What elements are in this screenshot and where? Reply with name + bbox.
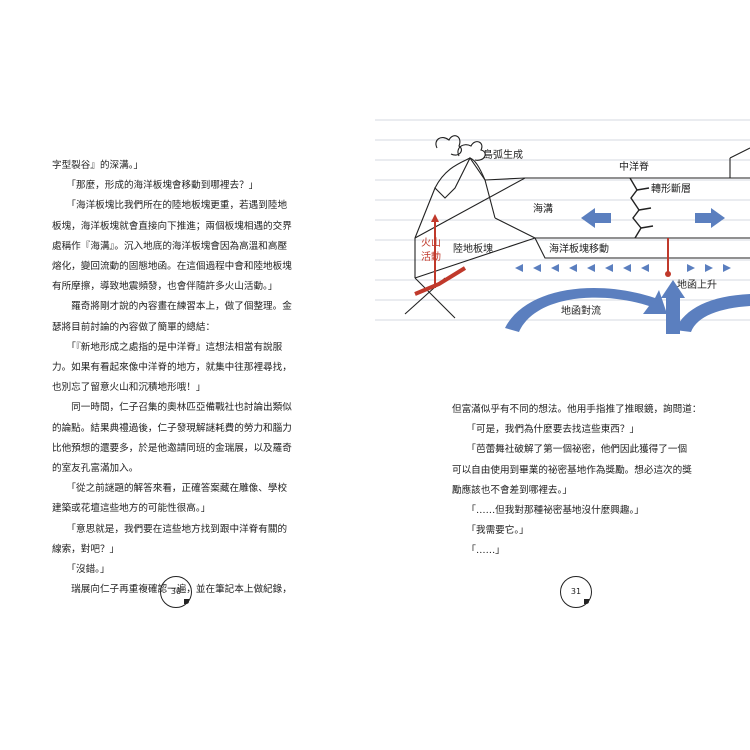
label-mid-ocean-ridge: 中洋脊 — [619, 160, 649, 173]
paragraph: 建築或花壇這些地方的可能性很高。」 — [52, 503, 211, 515]
mid-ocean-ridge — [629, 177, 654, 239]
label-volcanic-activity-2: 活動 — [421, 250, 441, 263]
paragraph: 熔化，變回流動的固態地函。在這個過程中會和陸地板塊 — [52, 261, 292, 273]
plate-outline — [414, 147, 750, 279]
page-number-ornament — [584, 599, 589, 604]
paragraph: 可以自由使用到畢業的祕密基地作為獎勵。想必這次的獎 — [452, 464, 692, 476]
mantle-convection-arrows — [505, 280, 750, 334]
paragraph: 「從之前謎題的解答來看，正確答案藏在雕像、學校 — [52, 483, 288, 495]
paragraph: 瑟將目前討論的內容做了簡單的總結： — [52, 321, 216, 333]
paragraph: 字型裂谷』的深溝。」 — [52, 160, 144, 171]
paragraph: 「……但我對那種祕密基地沒什麼興趣。」 — [452, 505, 644, 517]
plate-tectonics-diagram: 島弧生成 中洋脊 海溝 轉形斷層 火山 活動 陸地板塊 海洋板塊移動 地函上升 … — [375, 119, 750, 334]
label-continental-plate: 陸地板塊 — [453, 242, 493, 255]
diagram-labels: 島弧生成 中洋脊 海溝 轉形斷層 火山 活動 陸地板塊 海洋板塊移動 地函上升 … — [421, 148, 717, 317]
paragraph: 比他預想的還要多，於是他邀請同班的金瑞展，以及羅奇 — [52, 442, 292, 454]
page-number-right: 31 — [560, 576, 592, 608]
paragraph: 「我需要它。」 — [452, 525, 529, 537]
paragraph: 「……」 — [452, 545, 505, 557]
paragraph: 處稱作『海溝』。沉入地底的海洋板塊會因為高溫和高壓 — [52, 240, 288, 252]
paragraph: 「海洋板塊比我們所在的陸地板塊更重，若遇到陸地 — [52, 200, 288, 212]
paragraph: 但富滿似乎有不同的想法。他用手指推了推眼鏡，詢問道： — [452, 404, 702, 415]
paragraph: 「意思就是，我們要在這些地方找到跟中洋脊有關的 — [52, 523, 288, 535]
left-page-text: 字型裂谷』的深溝。」 「那麼，形成的海洋板塊會移動到哪裡去？」 「海洋板塊比我們… — [52, 156, 352, 600]
paragraph: 「那麼，形成的海洋板塊會移動到哪裡去？」 — [52, 180, 259, 192]
paragraph: 板塊，海洋板塊就會直接向下推進；兩個板塊相遇的交界 — [52, 220, 292, 232]
label-volcanic-activity-1: 火山 — [421, 237, 441, 249]
page-number-label: 30 — [170, 587, 182, 596]
paragraph: 同一時間，仁子召集的奧林匹亞備戰社也討論出類似 — [52, 402, 292, 414]
plate-movement-arrows — [515, 208, 731, 272]
paragraph: 「芭蕾舞社破解了第一個祕密，他們因此獲得了一個 — [452, 444, 688, 456]
label-oceanic-plate-movement: 海洋板塊移動 — [549, 242, 609, 255]
paragraph: 的論點。結果典禮過後，仁子發現解謎耗費的勞力和腦力 — [52, 422, 292, 434]
paragraph: 「可是，我們為什麼要去找這些東西？」 — [452, 424, 640, 436]
page-number-label: 31 — [570, 587, 582, 596]
label-island-arc: 島弧生成 — [483, 148, 523, 161]
paragraph: 線索，對吧？」 — [52, 543, 120, 555]
label-mantle-rising: 地函上升 — [677, 278, 717, 291]
paragraph: 羅奇將剛才說的內容畫在練習本上，做了個整理。金 — [52, 301, 292, 313]
label-transform-fault: 轉形斷層 — [651, 182, 691, 195]
paragraph: 有所摩擦，導致地震頻發，也會伴隨許多火山活動。」 — [52, 281, 278, 293]
paragraph: 力。如果有看起來像中洋脊的地方，就集中往那裡尋找， — [52, 362, 292, 374]
label-mantle-convection: 地函對流 — [561, 304, 601, 317]
right-page: 31 — [375, 0, 750, 750]
right-page-text: 但富滿似乎有不同的想法。他用手指推了推眼鏡，詢問道： 「可是，我們為什麼要去找這… — [452, 400, 742, 562]
page-number-ornament — [184, 599, 189, 604]
paragraph: 「沒錯。」 — [52, 564, 110, 576]
left-page: 字型裂谷』的深溝。」 「那麼，形成的海洋板塊會移動到哪裡去？」 「海洋板塊比我們… — [52, 156, 352, 608]
paragraph: 瑞展向仁子再重複確認一遍，並在筆記本上做紀錄， — [52, 584, 292, 596]
subduction-zone — [414, 214, 671, 296]
paragraph: 也別忘了留意火山和沉積地形哦！」 — [52, 382, 206, 394]
paragraph: 「『新地形成之處指的是中洋脊』這想法相當有說服 — [52, 341, 283, 353]
label-trench: 海溝 — [533, 202, 553, 215]
page-number-left: 30 — [160, 576, 192, 608]
paragraph: 勵應該也不會差到哪裡去。」 — [452, 484, 572, 496]
paragraph: 的室友孔富滿加入。 — [52, 463, 139, 475]
